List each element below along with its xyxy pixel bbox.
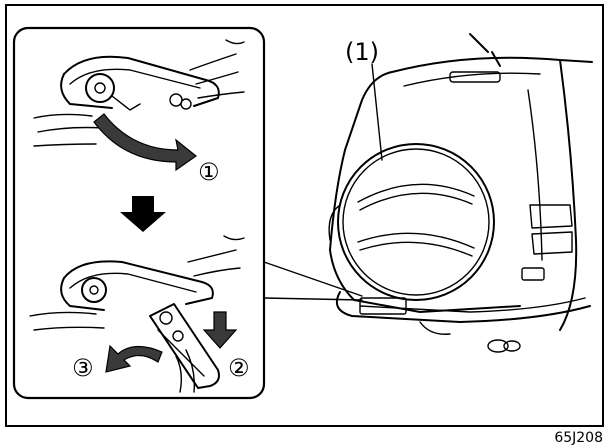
vehicle-rear: [328, 33, 593, 353]
step-3-arrow: [105, 344, 163, 373]
spare-tire-cover: [337, 143, 495, 301]
lower-detail-illustration: [29, 235, 245, 393]
step-1-label: ①: [198, 158, 220, 186]
callout-1-label: (1): [345, 38, 379, 66]
figure-code: 65J208: [554, 430, 603, 445]
inset-connector-upper: [263, 261, 363, 297]
step-2-arrow: [202, 311, 238, 349]
callout-1-leader: [371, 63, 383, 161]
inset-connector-lower: [263, 297, 363, 301]
step-2-label: ②: [228, 354, 250, 382]
step-1-arrow: [93, 113, 198, 172]
sequence-arrow-down-icon: [120, 196, 166, 232]
step-3-label: ③: [72, 354, 94, 382]
upper-detail-illustration: [33, 39, 245, 172]
